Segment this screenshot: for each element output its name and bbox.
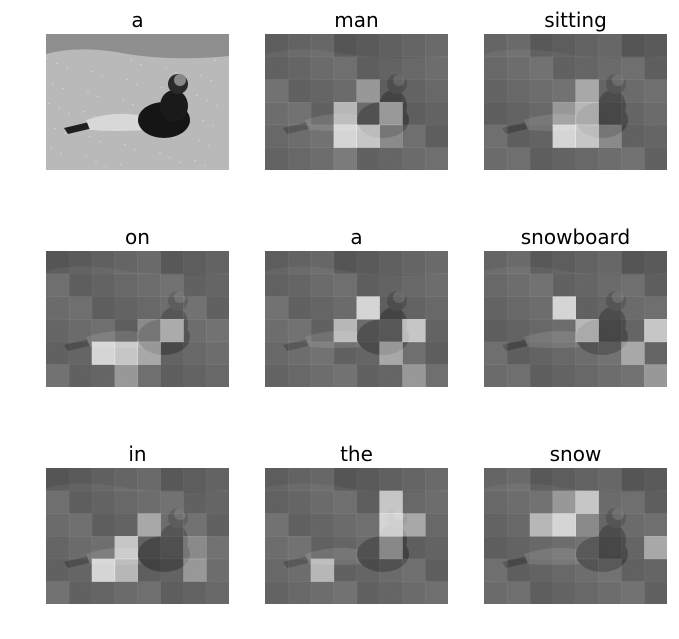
attention-map [484, 251, 667, 387]
attention-map [265, 251, 448, 387]
attention-map [484, 34, 667, 170]
panel-word: a [350, 225, 363, 249]
panel-word: man [334, 8, 379, 32]
panel-word: on [125, 225, 150, 249]
panel-word: snow [549, 442, 602, 466]
photo-original [46, 34, 229, 170]
attention-map [265, 34, 448, 170]
panel-word: a [131, 8, 144, 32]
panel-word: snowboard [520, 225, 631, 249]
attention-map [46, 251, 229, 387]
panel-word: in [128, 442, 147, 466]
attention-map [484, 468, 667, 604]
attention-map [46, 468, 229, 604]
panel-word: sitting [544, 8, 607, 32]
panel-word: the [340, 442, 373, 466]
attention-map [265, 468, 448, 604]
